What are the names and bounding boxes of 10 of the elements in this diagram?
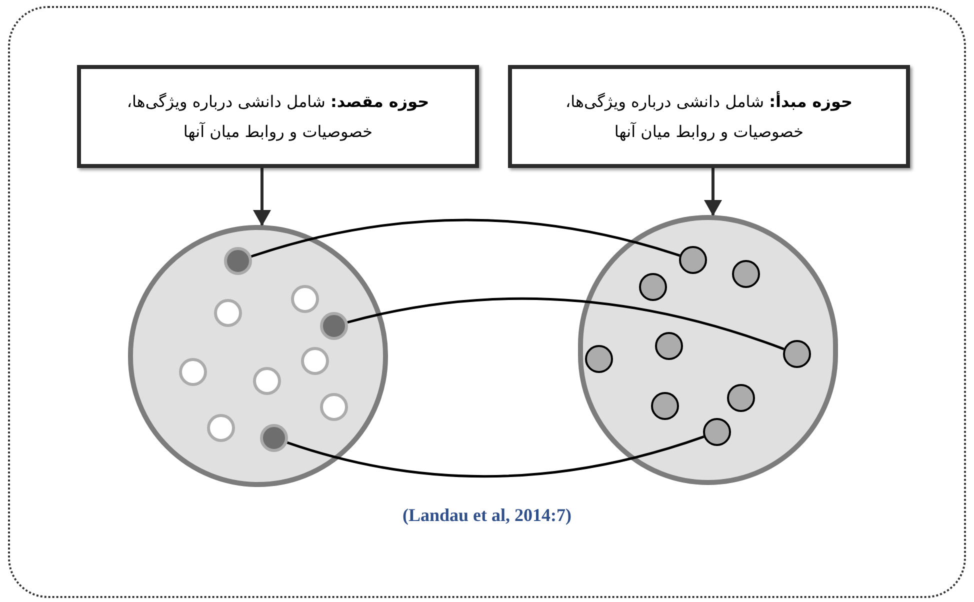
mapping-line bbox=[347, 297, 784, 350]
citation-caption: (Landau et al, 2014:7) bbox=[402, 504, 572, 527]
arrow bbox=[704, 168, 722, 216]
mapping-line bbox=[250, 218, 680, 258]
text-box bbox=[508, 65, 910, 168]
arrow bbox=[253, 168, 271, 226]
domain-description: حوزه مقصد: شامل دانشی درباره ویژگی‌ها، خصوصیات و روابط میان آنها bbox=[126, 90, 430, 143]
mapping-line bbox=[286, 436, 704, 478]
domain-description: حوزه مبدأ: شامل دانشی درباره ویژگی‌ها، خصوصیات و روابط میان آنها bbox=[564, 90, 854, 143]
text-box bbox=[77, 65, 479, 168]
